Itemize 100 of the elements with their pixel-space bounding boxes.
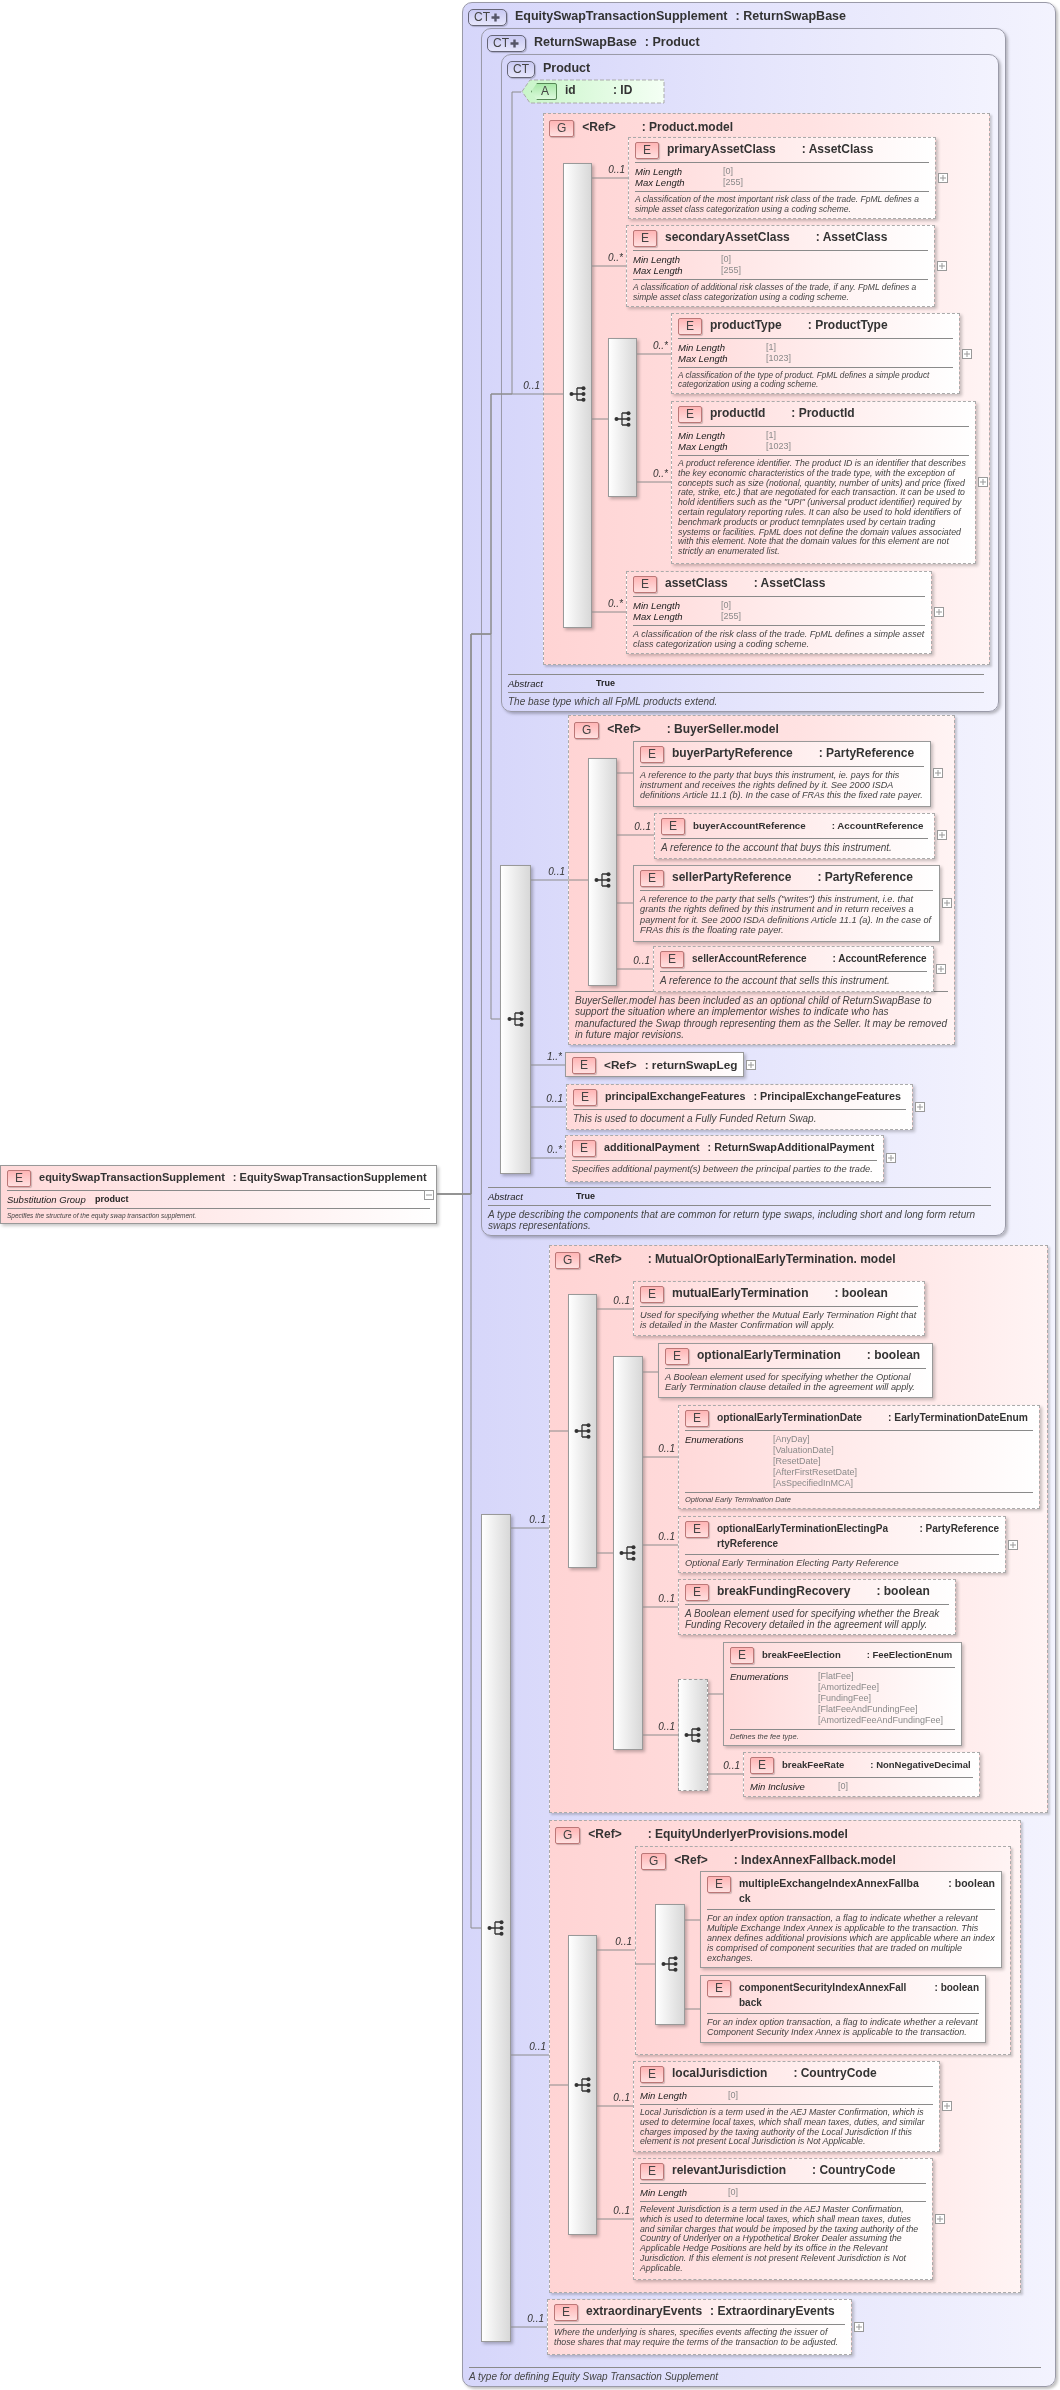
description-text: The base type which all FpML products extend. [508, 695, 719, 707]
facet-value: [FlatFeeAndFundingFee] [818, 1704, 919, 1715]
connector-line [596, 2218, 634, 2220]
description-text: A reference to the account that buys this instrument. [661, 842, 893, 854]
element-badge: E [678, 406, 702, 423]
type-name: : boolean [948, 1876, 995, 1891]
facet-value: [0] [721, 254, 731, 265]
compositor-bar [588, 758, 617, 986]
connector-line [596, 1552, 614, 1554]
connector-line [642, 1456, 679, 1458]
facet-value: [FundingFee] [818, 1693, 873, 1704]
element-name: <Ref> [604, 1057, 637, 1072]
element-badge: E [685, 1410, 709, 1427]
element-name: localJurisdiction [672, 2066, 768, 2081]
optional-element-box [547, 2299, 852, 2355]
facet-label: Max Length [633, 265, 684, 276]
complex-type-badge: CT [468, 9, 507, 26]
description-text: A reference to the party that sells ("writes") this instrument, i.e. that grants the rights defined by this instrument and in return receives a payment for it. See 2000 ISDA definitions Article 11.1 (a). In the case of FRAs this is the floating rate payer. [640, 894, 933, 936]
facet-value: [AfterFirstResetDate] [773, 1467, 858, 1478]
optional-element-box [678, 1405, 1040, 1509]
type-name: : AccountReference [832, 952, 927, 966]
description-text: A classification of the most important risk class of the trade. FpML defines a simple asset class categorization using a coding scheme. [635, 195, 920, 215]
connector-line [591, 611, 627, 613]
cardinality-label: 0..1 [529, 1514, 546, 1525]
compositor-bar [655, 1904, 685, 2025]
description-text: A type for defining Equity Swap Transaction Supplement [469, 2370, 720, 2382]
element-box [700, 1871, 1002, 1968]
connector-line [616, 968, 654, 970]
complex-type-badge: CT [487, 35, 526, 52]
description-text: This is used to document a Fully Funded Return Swap. [573, 1113, 818, 1125]
facet-value: [1] [766, 430, 776, 441]
cardinality-label: 0..1 [613, 2092, 630, 2103]
element-badge: E [660, 951, 684, 968]
connector-line [616, 834, 655, 836]
cardinality-label: 0..1 [529, 2041, 546, 2052]
type-name: : boolean [934, 1981, 979, 1995]
facet-value: [0] [838, 1781, 848, 1792]
connector-line [436, 1193, 482, 1929]
connector-line [642, 1371, 659, 1373]
facet-label: Substitution Group [7, 1194, 87, 1205]
facet-label: Min Length [635, 166, 683, 177]
connector-line [530, 1157, 566, 1159]
cardinality-label: 0..1 [615, 1936, 632, 1947]
connector-line [634, 1963, 656, 1965]
type-name: : NonNegativeDecimal [870, 1758, 971, 1772]
connector-line [591, 418, 609, 420]
type-name: : EarlyTerminationDateEnum [888, 1411, 1028, 1425]
optional-element-box [678, 1516, 1006, 1573]
type-name: : AccountReference [831, 819, 924, 833]
element-name: additionalPayment [604, 1140, 700, 1155]
reference-label: <Ref> [588, 1252, 622, 1267]
element-box [700, 1975, 986, 2043]
type-name: : ReturnSwapBase [735, 9, 846, 24]
element-name: breakFeeElection [762, 1648, 841, 1662]
facet-label: Max Length [633, 611, 684, 622]
facet-value: [ResetDate] [773, 1456, 822, 1467]
cardinality-label: 0..* [653, 468, 668, 479]
cardinality-label: 0..1 [658, 1721, 675, 1732]
reference-label: <Ref> [674, 1853, 708, 1868]
element-badge: E [707, 1876, 731, 1893]
optional-element-box [633, 1281, 925, 1336]
element-badge: E [640, 1286, 664, 1303]
facet-label: Min Length [640, 2090, 688, 2101]
facet-value: [1023] [766, 441, 792, 452]
connector-line [642, 1544, 679, 1546]
element-badge: E [661, 818, 685, 835]
facet-value: [1023] [766, 353, 792, 364]
connector-line [591, 177, 629, 179]
facet-label: Min Length [678, 430, 726, 441]
facet-value: [ValuationDate] [773, 1445, 835, 1456]
description-text: Optional Early Termination Electing Party Reference [685, 1558, 900, 1569]
facet-value: [0] [723, 166, 733, 177]
element-name: optionalEarlyTerminationDate [717, 1411, 863, 1425]
connector-line [530, 879, 569, 881]
type-name: : AssetClass [753, 576, 826, 591]
compositor-bar [568, 1294, 597, 1568]
type-name: : boolean [876, 1584, 930, 1599]
type-name: : PrincipalExchangeFeatures [753, 1089, 901, 1104]
optional-element-box [628, 137, 936, 219]
description-text: Where the underlying is shares, specifies events affecting the issuer of those shares that may require the terms of the transaction to be adjusted. [554, 2328, 840, 2348]
type-name: : MutualOrOptionalEarlyTermination. model [647, 1252, 896, 1267]
group-box [568, 715, 955, 1045]
connector-line [642, 1606, 679, 1608]
complex-type-box [481, 28, 1006, 1236]
optional-element-box [633, 2158, 933, 2280]
connector-line [636, 481, 672, 483]
type-name: : PartyReference [919, 1522, 999, 1536]
element-name: secondaryAssetClass [665, 230, 790, 245]
complex-type-badge: CT [507, 61, 535, 78]
facet-label: Abstract [508, 677, 544, 689]
type-name: : Product.model [641, 120, 734, 135]
element-name: productType [710, 318, 782, 333]
facet-label: Max Length [678, 441, 729, 452]
facet-label: Min Inclusive [750, 1781, 806, 1792]
facet-value: [0] [721, 600, 731, 611]
facet-value: [AsSpecifiedInMCA] [773, 1478, 855, 1489]
compositor-bar [613, 1356, 643, 1750]
element-name: breakFeeRate [782, 1758, 845, 1772]
element-name: mutualEarlyTermination [672, 1286, 809, 1301]
element-badge: E [685, 1521, 709, 1538]
